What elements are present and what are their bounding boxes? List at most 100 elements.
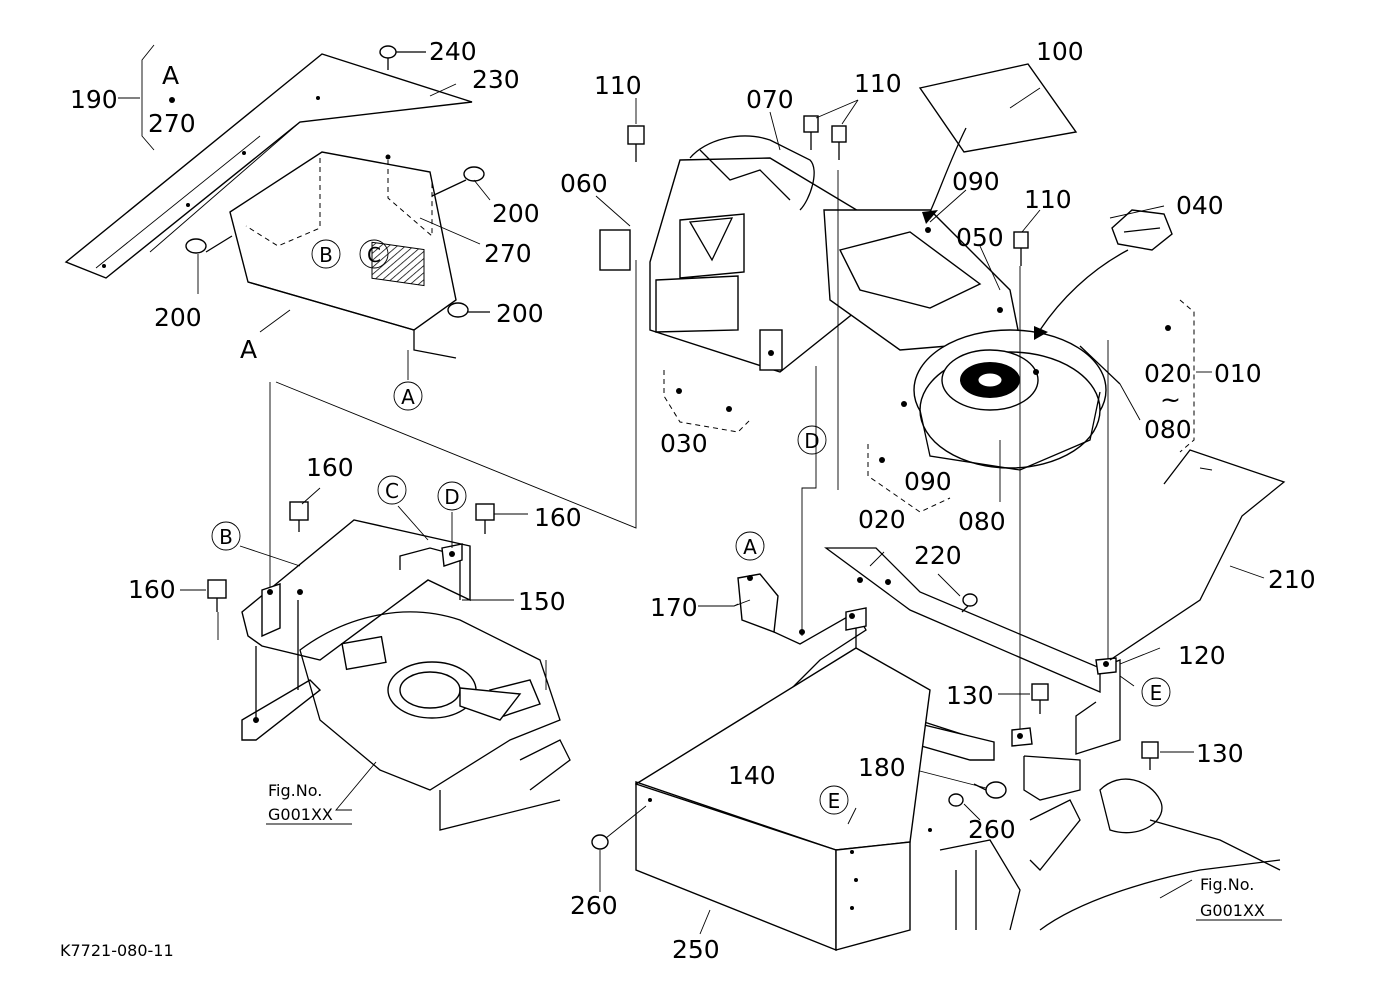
callout-110-c: 110 <box>1024 185 1072 214</box>
callout-030: 030 <box>660 429 708 458</box>
callout-110-b: 110 <box>854 69 902 98</box>
part-callouts: 240 230 190 A 270 200 270 200 200 A 110 … <box>70 37 1316 964</box>
bolt-160-a <box>289 501 309 532</box>
callout-250: 250 <box>672 935 720 964</box>
filter-100 <box>918 63 1078 153</box>
fig-ref-left-code: G001XX <box>268 805 333 824</box>
callout-200-bottom: 200 <box>496 299 544 328</box>
screw-240 <box>379 45 426 70</box>
svg-text:E: E <box>1150 681 1163 705</box>
fig-ref-left-label: Fig.No. <box>268 781 322 800</box>
callout-070: 070 <box>746 85 794 114</box>
ref-circle-d-mid: D <box>797 425 827 455</box>
callout-180: 180 <box>858 753 906 782</box>
fig-ref-right-label: Fig.No. <box>1200 875 1254 894</box>
svg-text:C: C <box>367 243 381 267</box>
sensor-040 <box>1111 209 1173 251</box>
ref-circle-b-top: B <box>311 239 341 269</box>
svg-text:D: D <box>804 429 819 453</box>
callout-220: 220 <box>914 541 962 570</box>
bracket-120 <box>824 547 1121 755</box>
callout-210: 210 <box>1268 565 1316 594</box>
floor-panel-left <box>299 611 571 831</box>
bolt-200-left <box>185 235 233 254</box>
label-letter-a: A <box>240 335 257 364</box>
bolt-110-d <box>1013 231 1029 266</box>
ref-circle-a-top: A <box>393 381 423 411</box>
bolt-130-a <box>1031 683 1049 714</box>
group-letter-a: A <box>162 61 179 90</box>
ref-circle-e-cover: E <box>819 785 849 815</box>
drawing-id: K7721-080-11 <box>60 941 174 960</box>
reference-letters: B C A D B C D A E E <box>211 239 1171 815</box>
ref-circle-d-low: D <box>437 481 467 511</box>
callout-160-top: 160 <box>306 453 354 482</box>
screw-260-right <box>948 793 964 807</box>
support-bracket-150 <box>241 519 471 741</box>
callout-100: 100 <box>1036 37 1084 66</box>
callout-230: 230 <box>472 65 520 94</box>
callout-110-a: 110 <box>594 71 642 100</box>
fig-ref-right-code: G001XX <box>1200 901 1265 920</box>
bolt-110-b <box>803 115 819 150</box>
heater-unit-assembly <box>599 135 1021 373</box>
callout-080-bottom: 080 <box>958 507 1006 536</box>
floor-panel-right <box>939 755 1281 931</box>
bolt-200-bottom <box>447 302 490 318</box>
callout-200-left: 200 <box>154 303 202 332</box>
callout-170: 170 <box>650 593 698 622</box>
cover-plate-230 <box>64 53 473 279</box>
callout-020-bottom: 020 <box>858 505 906 534</box>
callout-160-left: 160 <box>128 575 176 604</box>
screw-260-left <box>591 805 647 850</box>
svg-text:E: E <box>828 789 841 813</box>
bolt-130-b <box>1141 741 1159 770</box>
svg-text:B: B <box>319 243 333 267</box>
ref-circle-c-mid: C <box>377 475 407 505</box>
callout-010: 010 <box>1214 359 1262 388</box>
callout-160-right: 160 <box>534 503 582 532</box>
callout-190: 190 <box>70 85 118 114</box>
tilde-range: ~ <box>1160 385 1181 414</box>
ref-circle-e-right: E <box>1141 677 1171 707</box>
bolt-160-b <box>475 503 495 534</box>
bolt-200-right <box>431 166 485 197</box>
bolt-160-c <box>207 579 227 612</box>
floor-mat-210 <box>1109 449 1286 661</box>
svg-text:B: B <box>219 525 233 549</box>
callout-080-right: 080 <box>1144 415 1192 444</box>
callout-090-bottom: 090 <box>904 467 952 496</box>
callout-140: 140 <box>728 761 776 790</box>
ref-circle-c-top: C <box>359 239 389 269</box>
bracket-plate-190 <box>229 151 457 359</box>
callout-270: 270 <box>484 239 532 268</box>
callout-040: 040 <box>1176 191 1224 220</box>
callout-050: 050 <box>956 223 1004 252</box>
cover-box-250 <box>635 647 932 952</box>
figure-ref-left: Fig.No. G001XX <box>266 781 352 825</box>
figure-ref-right: Fig.No. G001XX <box>1196 875 1282 921</box>
svg-text:A: A <box>401 385 415 409</box>
callout-260-left: 260 <box>570 891 618 920</box>
bolt-110-c <box>831 125 847 160</box>
callout-270-group: 270 <box>148 109 196 138</box>
callout-130-a: 130 <box>946 681 994 710</box>
svg-text:A: A <box>743 535 757 559</box>
callout-130-b: 130 <box>1196 739 1244 768</box>
bolt-180 <box>973 781 1007 799</box>
callout-240: 240 <box>429 37 477 66</box>
callout-150: 150 <box>518 587 566 616</box>
callout-060: 060 <box>560 169 608 198</box>
ref-circle-a-mid: A <box>735 531 765 561</box>
bolt-110-a <box>627 125 645 162</box>
svg-text:D: D <box>444 485 459 509</box>
callout-090-top: 090 <box>952 167 1000 196</box>
callout-200-right: 200 <box>492 199 540 228</box>
screw-220 <box>961 593 978 613</box>
callout-260-right: 260 <box>968 815 1016 844</box>
callout-020-right: 020 <box>1144 359 1192 388</box>
svg-text:C: C <box>385 479 399 503</box>
ref-circle-b-mid: B <box>211 521 241 551</box>
callout-120: 120 <box>1178 641 1226 670</box>
